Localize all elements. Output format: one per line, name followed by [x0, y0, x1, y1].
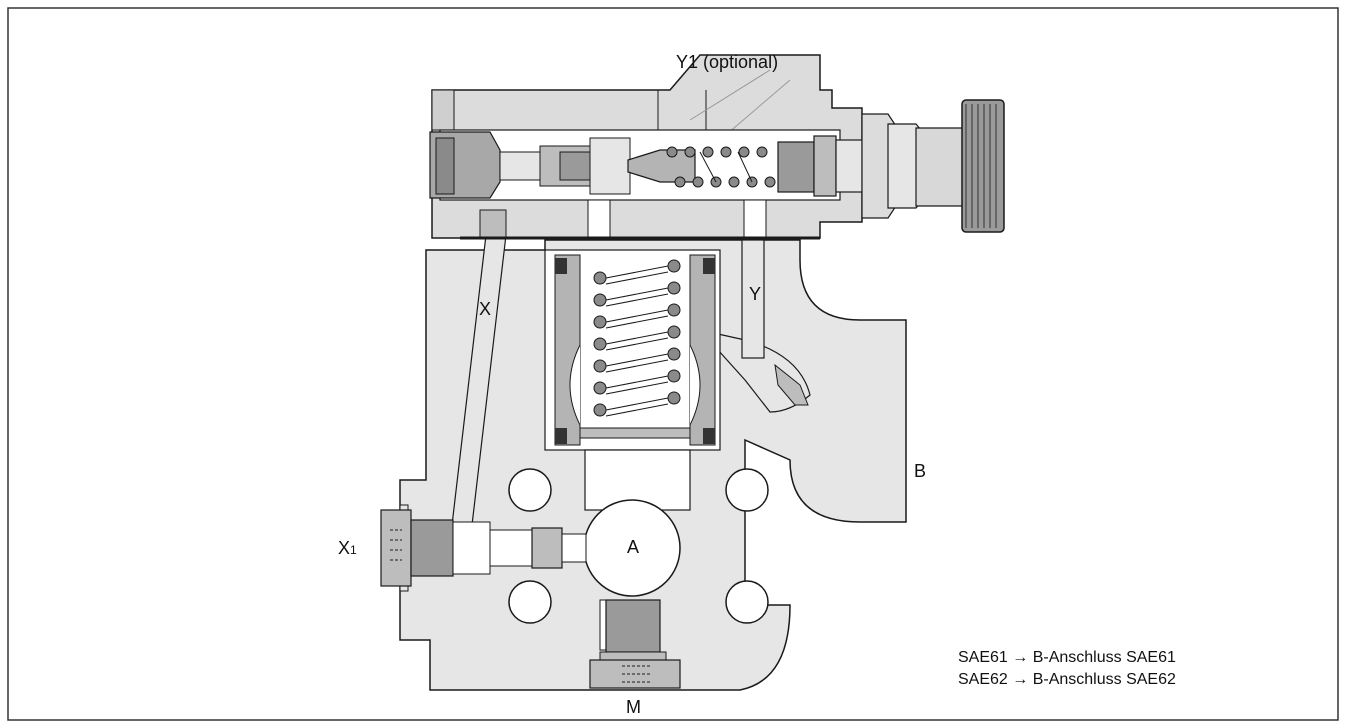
label-a: A	[627, 537, 640, 557]
m-port-plug	[605, 599, 661, 653]
cartridge-sleeve-right	[689, 254, 716, 446]
label-x: X	[479, 299, 492, 319]
b-port-channel	[698, 329, 811, 413]
x1-orifice	[531, 527, 563, 569]
label-x1-sub: 1	[350, 543, 357, 557]
o-ring	[555, 258, 567, 274]
knob-shaft	[915, 127, 965, 207]
b-port-slot	[774, 363, 809, 406]
note-sae62: SAE62 → B-Anschluss SAE62	[958, 671, 1176, 688]
x1-port-plug	[380, 509, 412, 587]
label-x1-main: X	[338, 538, 351, 558]
head-cap	[431, 89, 455, 131]
adjusting-knob	[961, 99, 1005, 233]
label-m: M	[626, 697, 641, 717]
mounting-hole	[508, 580, 552, 624]
spring-seat	[777, 141, 815, 193]
outer-border	[7, 7, 1339, 721]
pilot-spring	[666, 146, 776, 188]
label-x1: X1	[338, 539, 357, 557]
mounting-hole	[725, 580, 769, 624]
label-y: Y	[749, 284, 762, 304]
orifice	[479, 209, 507, 239]
note-sae61: SAE61 → B-Anschluss SAE61	[958, 649, 1176, 666]
mounting-hole	[508, 468, 552, 512]
mounting-hole	[725, 468, 769, 512]
label-y1: Y1 (optional)	[676, 52, 779, 72]
label-b: B	[914, 461, 927, 481]
plug-seal	[435, 137, 455, 195]
